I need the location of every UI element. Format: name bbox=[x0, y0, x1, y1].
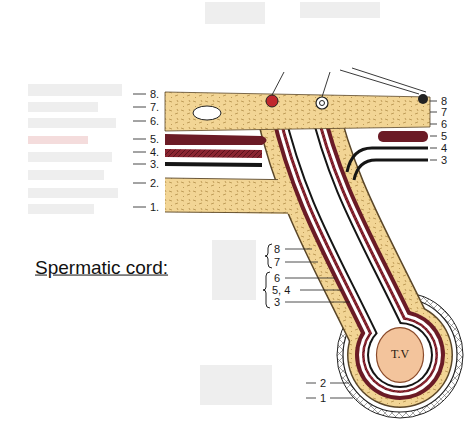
hidden-label bbox=[28, 136, 88, 144]
muscle-band bbox=[378, 131, 428, 142]
vessel-dot bbox=[418, 94, 428, 104]
callout-number: 1. bbox=[150, 202, 159, 213]
hidden-label bbox=[28, 170, 104, 180]
title: Spermatic cord: bbox=[35, 258, 168, 279]
vessel-circle bbox=[320, 101, 325, 106]
callout-number: 7 bbox=[274, 257, 280, 268]
hidden-label bbox=[300, 2, 380, 18]
callout-number: 7 bbox=[441, 107, 447, 118]
leader-line bbox=[133, 94, 146, 207]
hidden-label bbox=[28, 152, 112, 162]
leader-line bbox=[430, 101, 437, 160]
callout-number: 1 bbox=[320, 393, 326, 404]
callout-number: 4 bbox=[441, 143, 447, 154]
callout-number: 3 bbox=[441, 155, 447, 166]
cord-outline bbox=[296, 105, 400, 352]
fascia-band bbox=[165, 162, 262, 167]
callout-number: 4. bbox=[150, 147, 159, 158]
bracket bbox=[263, 272, 270, 308]
inner-fascia-layer bbox=[296, 105, 400, 352]
vessel-oval bbox=[193, 106, 221, 120]
callout-number: 5, 4 bbox=[272, 285, 290, 296]
leader-line bbox=[322, 72, 330, 97]
layer-gap bbox=[296, 105, 400, 352]
callout-number: 6 bbox=[441, 119, 447, 130]
fascia-line bbox=[354, 160, 428, 180]
band-edge bbox=[165, 212, 288, 213]
band-edge bbox=[165, 178, 278, 180]
callout-number: 2 bbox=[320, 378, 326, 389]
node-label: T.V bbox=[391, 348, 409, 361]
leader-line bbox=[352, 68, 426, 92]
cremaster-layer bbox=[296, 105, 400, 352]
artery-circle bbox=[266, 95, 278, 107]
wall-band bbox=[165, 178, 300, 214]
callout-number: 8 bbox=[441, 96, 447, 107]
fascia-layer bbox=[296, 105, 400, 352]
callout-number: 8 bbox=[274, 244, 280, 255]
hidden-label bbox=[28, 102, 98, 112]
testis-oval: T.V bbox=[376, 327, 424, 383]
hidden-label bbox=[205, 2, 265, 24]
callout-number: 6 bbox=[274, 273, 280, 284]
leader-line bbox=[306, 383, 353, 398]
hidden-label bbox=[28, 188, 118, 198]
callout-number: 5 bbox=[441, 131, 447, 142]
hidden-label bbox=[28, 204, 94, 214]
callout-number: 5. bbox=[150, 134, 159, 145]
muscle-band bbox=[165, 149, 262, 158]
hidden-label bbox=[212, 240, 256, 300]
callout-number: 8. bbox=[150, 89, 159, 100]
wall-band bbox=[165, 92, 430, 131]
callout-number: 6. bbox=[150, 116, 159, 127]
hidden-label bbox=[28, 118, 116, 128]
leader-line bbox=[272, 72, 284, 95]
cord-core bbox=[296, 105, 400, 352]
bracket bbox=[265, 244, 272, 268]
leader-line bbox=[285, 249, 350, 302]
callout-number: 7. bbox=[150, 102, 159, 113]
hidden-label bbox=[28, 84, 122, 96]
vessel-circle bbox=[316, 97, 328, 109]
inner-fascia-layer bbox=[367, 322, 433, 388]
callout-number: 3. bbox=[150, 159, 159, 170]
leader-line bbox=[340, 70, 419, 94]
muscle-band bbox=[165, 134, 267, 145]
hidden-label bbox=[200, 365, 272, 405]
testis-shape bbox=[376, 328, 423, 383]
layer-gap bbox=[296, 105, 400, 352]
callout-number: 2. bbox=[150, 178, 159, 189]
muscle-layer bbox=[296, 105, 400, 352]
callout-number: 3 bbox=[274, 297, 280, 308]
cord-core bbox=[369, 324, 431, 386]
